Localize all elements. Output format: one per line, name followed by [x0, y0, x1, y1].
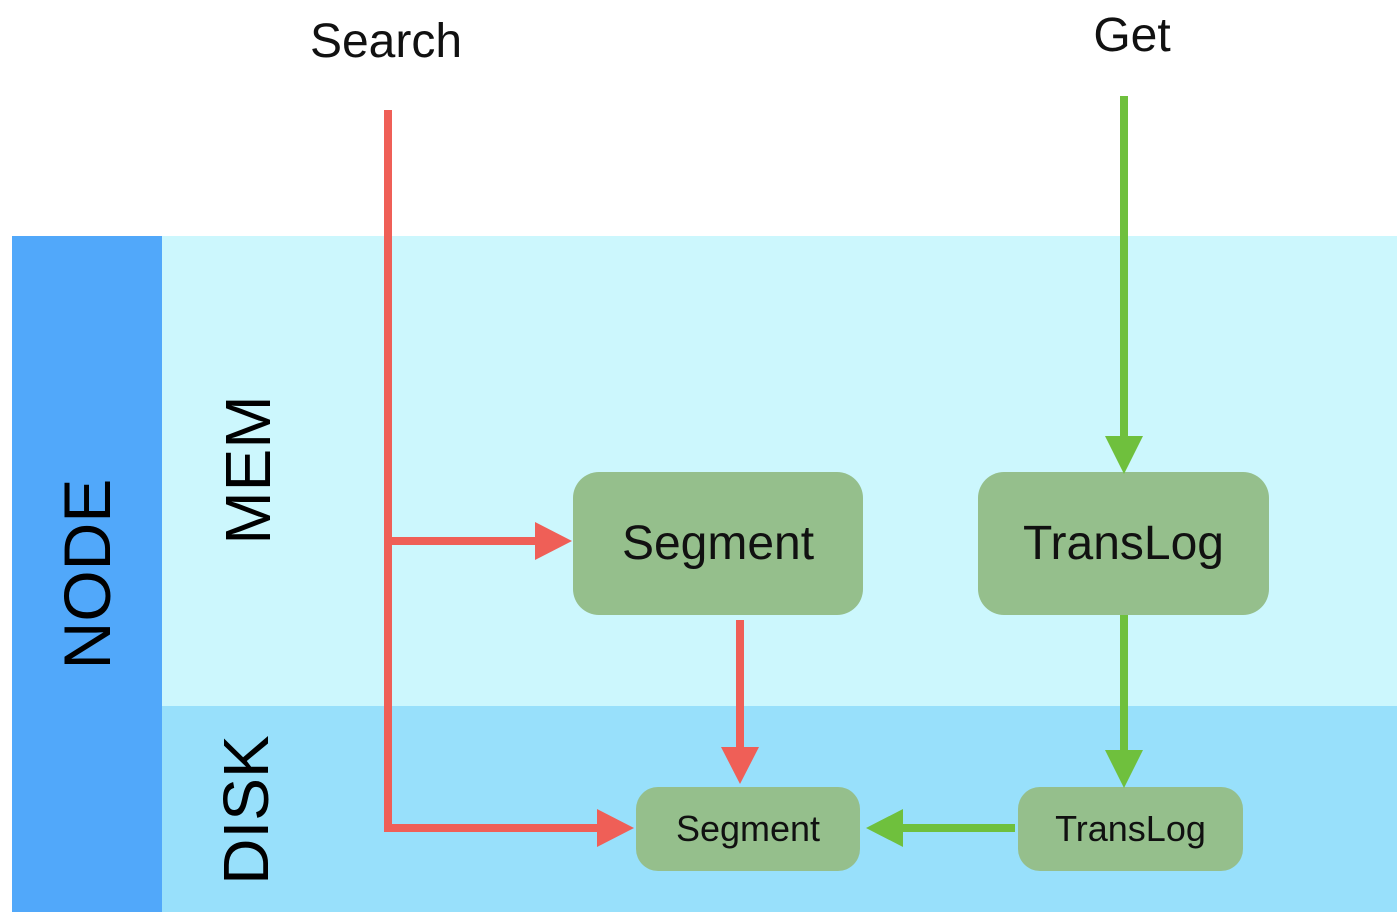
mem-segment-label: Segment	[621, 517, 815, 570]
mem-segment-box: Segment	[573, 472, 863, 615]
disk-translog-to-disk-segment-arrowhead	[866, 809, 903, 847]
mem-translog-label: TransLog	[1023, 517, 1224, 570]
mem-segment-to-disk-segment-arrowhead	[721, 747, 759, 784]
get-flow	[866, 96, 1143, 847]
disk-translog-box: TransLog	[1018, 787, 1243, 871]
mem-translog-to-disk-translog-arrowhead	[1105, 750, 1143, 788]
disk-segment-box: Segment	[636, 787, 860, 871]
search-flow	[384, 110, 759, 847]
search-to-disk-segment-arrowhead	[597, 809, 634, 847]
search-label: Search	[309, 15, 463, 68]
disk-segment-label: Segment	[675, 808, 821, 849]
search-to-mem-segment-arrowhead	[535, 522, 572, 560]
node-band	[12, 236, 162, 912]
get-label: Get	[1093, 9, 1171, 62]
mem-region	[162, 236, 1397, 706]
mem-translog-box: TransLog	[978, 472, 1269, 615]
get-to-mem-translog-arrowhead	[1105, 436, 1143, 474]
disk-translog-label: TransLog	[1055, 808, 1206, 849]
